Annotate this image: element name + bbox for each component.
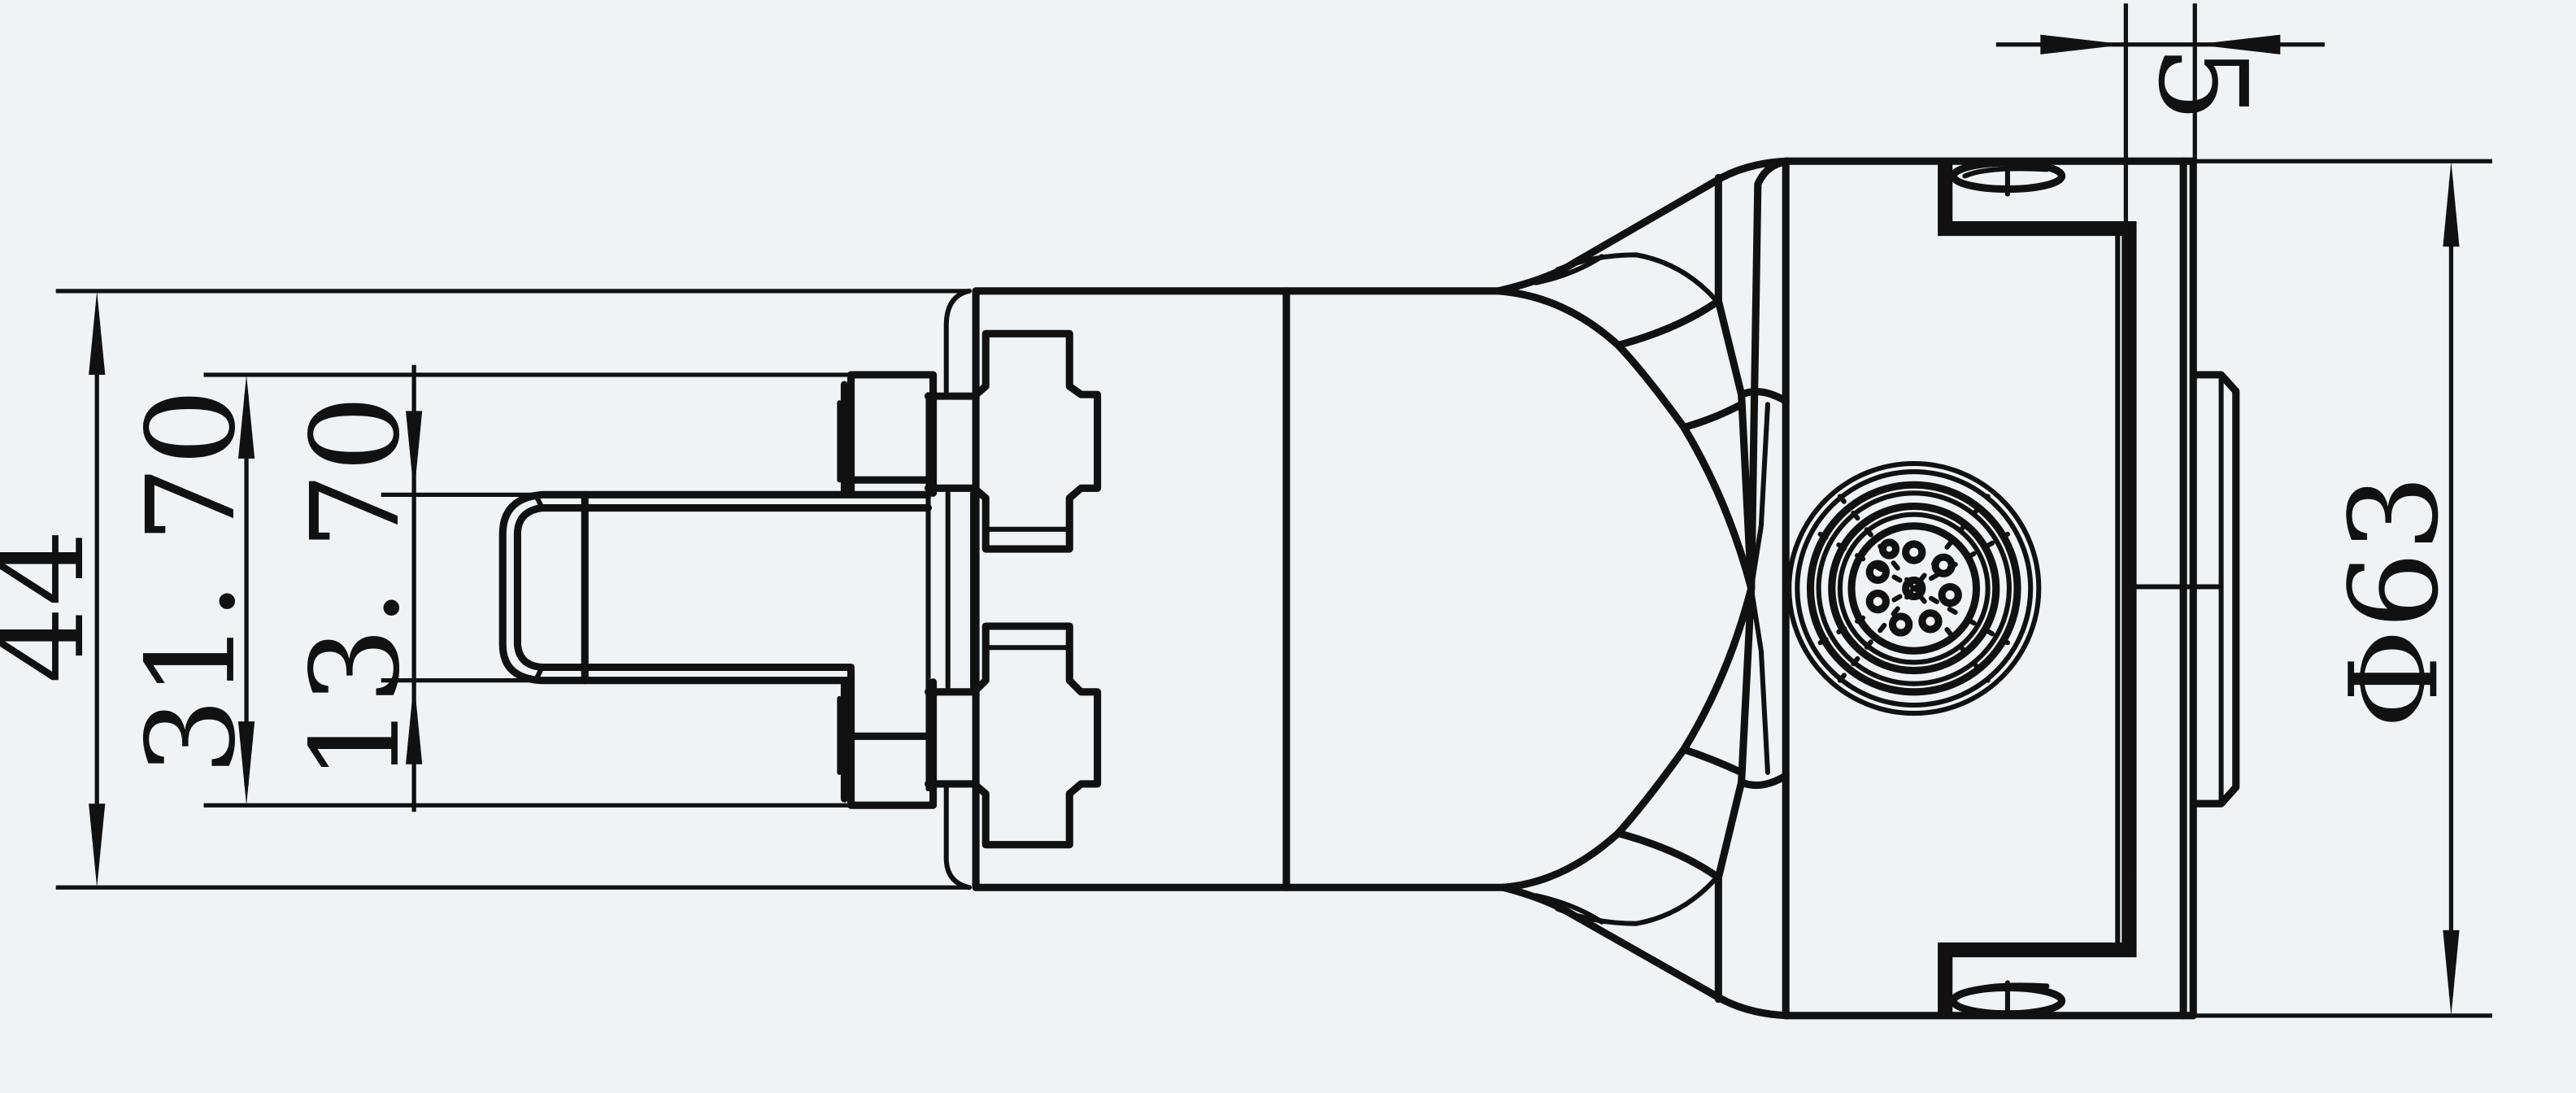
dimension-31-70-label: 31. 70 (121, 389, 263, 776)
funnel-transition (1495, 157, 1791, 1020)
dimension-44: 44 (0, 289, 970, 890)
screw-top (1949, 159, 2066, 197)
dimension-phi-63: Φ63 (2193, 159, 2492, 1018)
dimension-13-70-label: 13. 70 (285, 395, 427, 782)
dimension-5-label: 5 (2131, 46, 2273, 123)
body-rectangle (943, 287, 1508, 891)
dimension-31-70: 31. 70 (121, 372, 851, 808)
tongue (498, 490, 933, 685)
upper-cross-fitting (924, 329, 1102, 553)
dimension-44-label: 44 (0, 529, 111, 684)
dimension-13-70: 13. 70 (285, 364, 542, 812)
socket-pins (1865, 538, 1962, 637)
circular-socket (1786, 460, 2042, 716)
dimension-5: 5 (1995, 3, 2325, 587)
lower-cross-fitting (924, 622, 1102, 849)
right-end-tab (2191, 371, 2240, 808)
connector-body (498, 157, 2240, 1020)
dimension-phi-63-label: Φ63 (2324, 474, 2465, 729)
left-flange (837, 371, 976, 809)
screw-bottom (1949, 980, 2066, 1018)
